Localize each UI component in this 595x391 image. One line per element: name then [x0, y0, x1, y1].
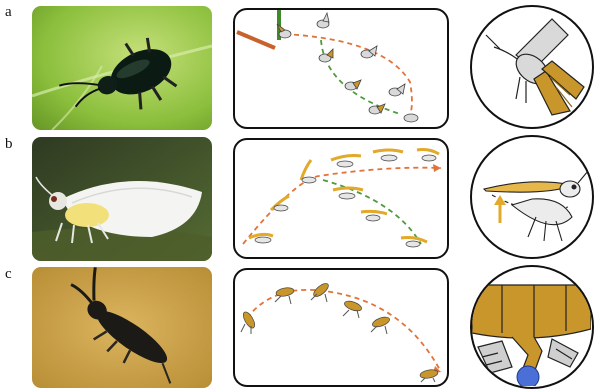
beetle-pose-4 — [361, 46, 377, 58]
trajectory-arrowhead — [433, 164, 441, 172]
whitefly-pose-1 — [249, 234, 273, 243]
springtail-pose-4 — [343, 299, 363, 313]
row-label-b: b — [5, 136, 13, 153]
beetle-pose-8 — [404, 114, 418, 122]
whitefly-pose-5 — [373, 150, 403, 161]
springtail-pose-5 — [371, 315, 391, 329]
trajectory-panel-springtail — [233, 268, 449, 387]
beetle-pose-5 — [345, 80, 361, 90]
detail-circle-whitefly — [470, 135, 594, 259]
whitefly-pose-2 — [271, 196, 289, 211]
beetle-pose-6 — [389, 84, 405, 96]
springtail-pose-2 — [275, 286, 294, 297]
photo-flea-beetle — [32, 6, 212, 130]
springtail-pose-6 — [419, 368, 438, 379]
row-label-a: a — [5, 4, 12, 21]
whitefly-pose-8 — [361, 211, 387, 221]
beetle-pose-2 — [317, 13, 329, 28]
leaf-edge-marker — [237, 32, 275, 48]
jump-trajectory-orange — [247, 290, 441, 372]
row-label-c: c — [5, 266, 12, 283]
photo-springtail — [32, 267, 212, 388]
beetle-pose-3 — [319, 49, 333, 62]
whitefly-pose-9 — [401, 238, 427, 248]
whitefly-pose-4 — [331, 156, 361, 168]
photo-whitefly — [32, 137, 212, 261]
detail-circle-springtail — [470, 265, 594, 389]
whitefly-pose-6 — [417, 150, 439, 162]
flight-trajectory-orange — [243, 168, 441, 244]
trajectory-panel-whitefly — [233, 138, 449, 259]
jump-trajectory-orange — [285, 34, 412, 122]
trajectory-panel-flea-beetle — [233, 8, 449, 129]
whitefly-pose-3 — [301, 160, 316, 183]
detail-circle-flea-beetle — [470, 5, 594, 129]
